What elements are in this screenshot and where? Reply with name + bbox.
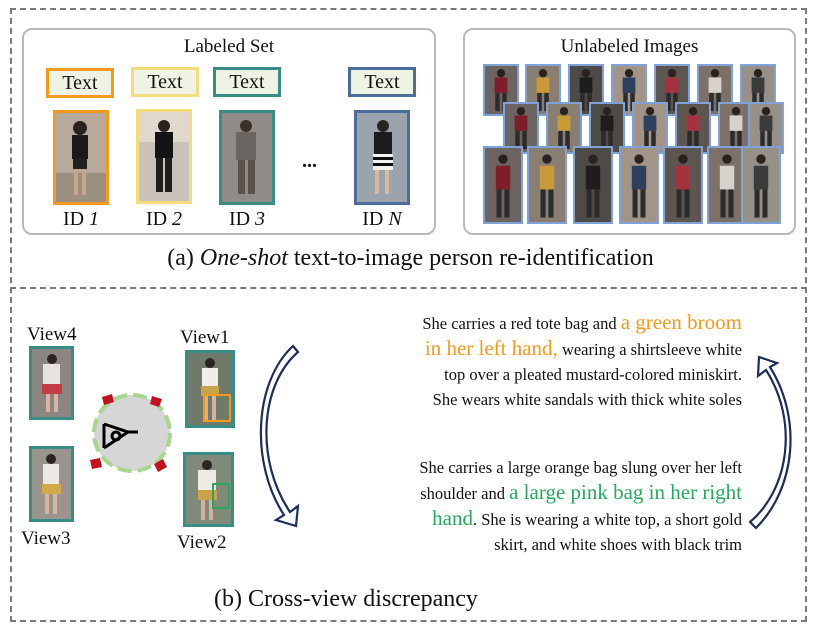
highlight-green-broom: a green broom <box>620 310 742 334</box>
labeled-set-title: Labeled Set <box>183 36 275 57</box>
id-label-2: ID 2 <box>145 208 183 230</box>
unlabeled-person-thumbnail <box>718 102 754 154</box>
id-label-1: ID 1 <box>62 208 100 230</box>
unlabeled-person-thumbnail <box>503 102 539 154</box>
text-tag-1: Text <box>46 68 114 98</box>
id-label-n: ID N <box>362 208 402 230</box>
right-arrow-icon <box>748 355 792 530</box>
ellipsis: ... <box>302 150 317 172</box>
person-photo-1 <box>53 110 109 205</box>
view-label-3: View3 <box>21 528 71 549</box>
unlabeled-person-thumbnail <box>619 146 659 224</box>
section-divider <box>10 287 807 289</box>
highlight-pink-bag: a large pink bag in her right <box>509 480 742 504</box>
unlabeled-person-thumbnail <box>663 146 703 224</box>
highlight-hand: hand <box>432 506 473 530</box>
unlabeled-person-thumbnail <box>573 146 613 224</box>
unlabeled-images-title: Unlabeled Images <box>560 36 699 57</box>
labeled-set-panel: Labeled Set Text Text Text Text <box>22 28 436 235</box>
view1-highlight-box <box>203 394 231 422</box>
unlabeled-person-thumbnail <box>527 146 567 224</box>
unlabeled-person-thumbnail <box>483 146 523 224</box>
unlabeled-images-panel: Unlabeled Images <box>463 28 796 235</box>
figure-frame <box>10 8 807 622</box>
left-arrow-icon <box>259 344 300 528</box>
person-pictogram-icon <box>102 422 138 450</box>
person-photo-n <box>354 110 410 205</box>
text-tag-n: Text <box>348 67 416 97</box>
view4-photo <box>29 346 74 420</box>
caption-b: (b) Cross-view discrepancy <box>214 586 478 612</box>
view-label-1: View1 <box>180 327 230 348</box>
text-tag-3: Text <box>213 67 281 97</box>
view1-photo <box>185 350 235 428</box>
description-view2: She carries a large orange bag slung ove… <box>419 458 742 554</box>
text-tag-2: Text <box>131 67 199 97</box>
description-view1: She carries a red tote bag and a green b… <box>422 310 742 409</box>
unlabeled-person-thumbnail <box>741 146 781 224</box>
view3-photo <box>29 446 74 522</box>
cross-view-arrows <box>259 344 792 530</box>
unlabeled-person-thumbnail <box>748 102 784 154</box>
caption-a: (a) One-shot text-to-image person re-ide… <box>167 245 654 271</box>
camera-icons <box>90 394 167 472</box>
unlabeled-image-grid <box>483 64 784 229</box>
person-photo-2 <box>136 109 192 204</box>
person-photo-3 <box>219 110 275 205</box>
highlight-left-hand: in her left hand, <box>424 336 558 360</box>
view-label-4: View4 <box>27 324 77 345</box>
id-label-3: ID 3 <box>228 208 266 230</box>
view-label-2: View2 <box>177 532 227 553</box>
view2-photo <box>183 452 234 527</box>
view2-highlight-box <box>212 483 230 509</box>
camera-view-diagram <box>90 393 172 473</box>
